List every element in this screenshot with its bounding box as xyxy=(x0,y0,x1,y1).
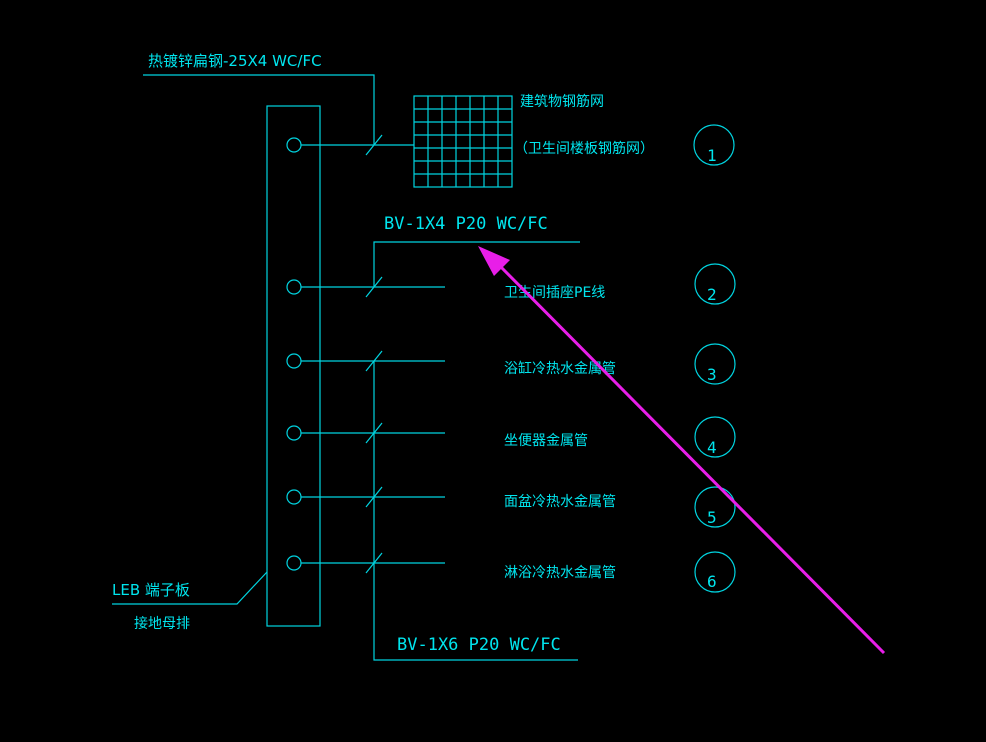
number-5: 5 xyxy=(707,508,717,527)
number-circles: 1 2 3 4 5 6 xyxy=(693,124,736,593)
terminal-3 xyxy=(286,353,302,369)
terminal-2 xyxy=(286,279,302,295)
number-circle-4 xyxy=(694,416,736,458)
number-6: 6 xyxy=(707,572,717,591)
leb-busbar xyxy=(266,105,321,627)
wire-bv6-label: BV-1X6 P20 WC/FC xyxy=(397,635,561,655)
number-circle-1 xyxy=(693,124,735,166)
leb-leader xyxy=(112,571,268,605)
bv6-leader xyxy=(373,361,578,661)
terminal-5 xyxy=(286,489,302,505)
terminal-1 xyxy=(286,137,302,153)
rebar-mesh xyxy=(413,95,513,188)
number-circle-5 xyxy=(694,486,736,528)
leb-label: LEB 端子板 xyxy=(112,581,190,599)
number-2: 2 xyxy=(707,285,717,304)
item-label-4: 坐便器金属管 xyxy=(504,433,588,449)
number-circle-2 xyxy=(694,263,736,305)
number-4: 4 xyxy=(707,438,717,457)
mesh-subtitle: （卫生间楼板钢筋网） xyxy=(514,140,654,157)
terminal-circles xyxy=(286,137,302,571)
number-3: 3 xyxy=(707,365,717,384)
bv4-leader xyxy=(373,241,580,287)
wire-bv4-label: BV-1X4 P20 WC/FC xyxy=(384,214,548,234)
tick-3 xyxy=(365,350,383,372)
leb-sublabel: 接地母排 xyxy=(134,615,190,632)
item-label-5: 面盆冷热水金属管 xyxy=(504,494,616,510)
tick-4 xyxy=(365,422,383,444)
item-label-3: 浴缸冷热水金属管 xyxy=(504,360,616,377)
tick-1 xyxy=(365,134,383,156)
flat-steel-label: 热镀锌扁钢-25X4 WC/FC xyxy=(148,52,322,70)
terminal-6 xyxy=(286,555,302,571)
number-circle-3 xyxy=(694,343,736,385)
flat-steel-leader xyxy=(143,74,375,145)
mesh-title: 建筑物钢筋网 xyxy=(520,93,604,110)
tick-2 xyxy=(365,276,383,298)
terminal-4 xyxy=(286,425,302,441)
tick-6 xyxy=(365,552,383,574)
arrow-shaft xyxy=(494,260,886,655)
arrow-head xyxy=(478,246,510,276)
item-label-6: 淋浴冷热水金属管 xyxy=(504,565,616,581)
number-circle-6 xyxy=(694,551,736,593)
magenta-arrow xyxy=(478,246,886,655)
tick-5 xyxy=(365,486,383,508)
number-1: 1 xyxy=(707,146,717,165)
